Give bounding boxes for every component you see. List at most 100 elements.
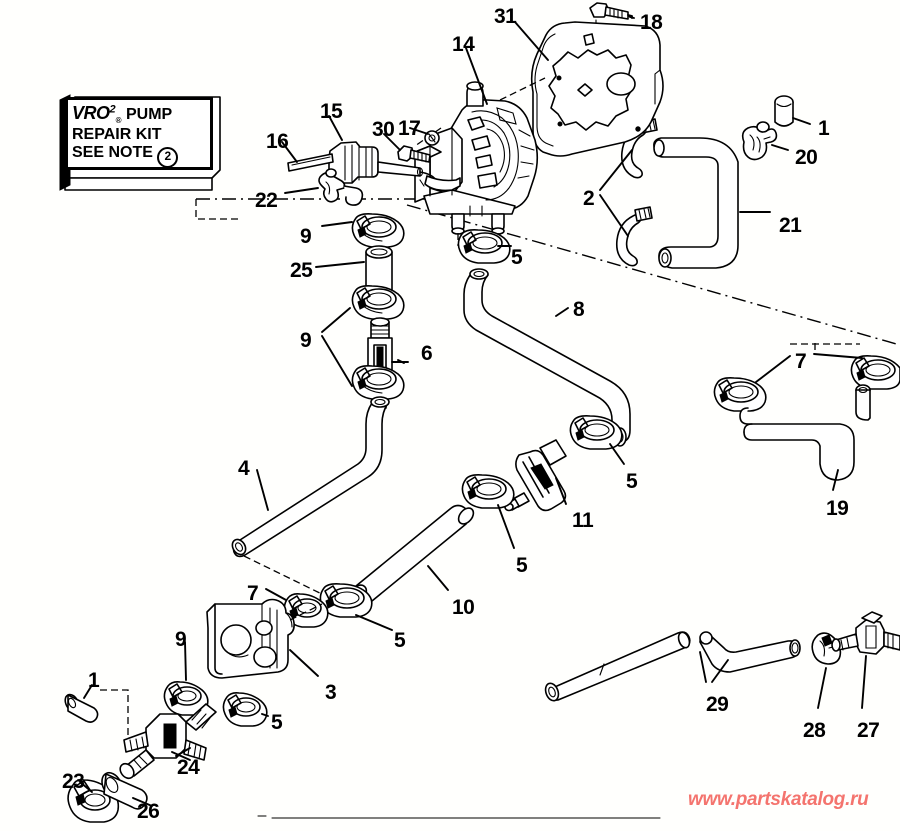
part-5-clamp-a [457, 229, 511, 264]
callout-connector-24: 24 [177, 756, 200, 779]
dash-hose4-to-manifold [243, 555, 331, 599]
part-7-clamp-c [283, 593, 329, 628]
leader-26 [132, 797, 153, 807]
callout-clamp-9: 9 [300, 329, 312, 352]
part-21-hose [653, 137, 739, 269]
leader-22 [284, 187, 319, 194]
leader-8 [555, 307, 569, 317]
callout-hose-19: 19 [826, 497, 849, 520]
dash-guide-diagonal [406, 204, 900, 346]
vro-superscript: 2 [109, 103, 116, 116]
leader-9-d [184, 641, 187, 681]
callout-hose-29: 29 [706, 693, 729, 716]
callout-clamp-5: 5 [394, 629, 406, 652]
part-9-clamp-d [163, 681, 209, 716]
callout-cap-1: 1 [818, 117, 830, 140]
kit-box-line3-prefix: SEE NOTE [72, 144, 158, 162]
leader-20 [771, 144, 789, 151]
dash-7-bracket [790, 340, 860, 350]
part-19-hose [739, 384, 871, 481]
leader-31 [514, 21, 549, 61]
callout-hose-10: 10 [452, 596, 475, 619]
vro-repair-kit-box: VRO2® PUMP REPAIR KIT SEE NOTE 2 [55, 97, 220, 185]
part-15-connector [287, 141, 424, 184]
kit-box-face [65, 97, 213, 170]
dash-guide-hook [195, 199, 240, 220]
leader-29-b [711, 659, 729, 683]
leader-18-hidden [629, 16, 635, 19]
part-31-bracket [530, 21, 664, 157]
leader-18 [627, 14, 633, 17]
registered-icon: ® [115, 116, 122, 126]
vro-wordmark: VRO [72, 103, 110, 123]
part-7-clamp-a [713, 377, 767, 412]
leader-19 [832, 469, 839, 491]
part-18-screw [589, 2, 629, 20]
leader-5-d [355, 614, 393, 631]
callout-clamp-5: 5 [516, 554, 528, 577]
part-30-screw [397, 145, 431, 163]
leader-5-c [497, 504, 515, 549]
callout-clip-22: 22 [255, 189, 278, 212]
part-29-hose-long [544, 631, 691, 702]
leader-5-b [609, 443, 625, 465]
leader-1-top [792, 117, 811, 125]
callout-wire-16: 16 [266, 130, 289, 153]
leader-7-b [813, 353, 863, 359]
leader-15 [328, 115, 343, 141]
leader-2-a [599, 149, 633, 191]
part-9-clamp-b [351, 285, 405, 320]
callout-clamp-7: 7 [247, 582, 259, 605]
callout-clamp-23: 23 [62, 770, 85, 793]
leader-9-b2 [321, 335, 353, 387]
callout-clamp-5: 5 [511, 246, 523, 269]
leader-23 [79, 781, 93, 793]
part-2-clamp-lower [615, 206, 653, 267]
callout-hose-4: 4 [238, 457, 250, 480]
callout-clamp-9: 9 [175, 628, 187, 651]
pump-wire-lead [424, 175, 461, 192]
part-10-hose [348, 504, 475, 606]
leader-28 [817, 667, 827, 709]
callout-clamp-5: 5 [271, 711, 283, 734]
callout-manifold-3: 3 [325, 681, 337, 704]
part-5-clamp-b [569, 415, 623, 450]
callout-clip-20: 20 [795, 146, 818, 169]
part-27-valve [831, 611, 900, 655]
kit-box-line1: VRO2® PUMP [72, 103, 212, 126]
leader-17 [409, 127, 429, 135]
leader-30 [383, 133, 401, 151]
leader-4 [256, 469, 269, 511]
callout-screw-30: 30 [372, 118, 395, 141]
callout-filter-6: 6 [421, 342, 433, 365]
leader-24 [171, 751, 191, 761]
kit-box-line2: REPAIR KIT [72, 126, 162, 144]
leader-9-a [321, 221, 353, 227]
callout-fuel-filter-11: 11 [572, 509, 594, 532]
leader-5-e [261, 713, 269, 717]
part-3-manifold [206, 598, 295, 679]
leader-9-b1 [321, 307, 351, 333]
leader-25 [315, 261, 365, 268]
part-1-cap-top [774, 95, 794, 127]
leader-1-bottom [83, 684, 93, 699]
callout-clamp-7: 7 [795, 350, 807, 373]
part-9-clamp-c [351, 365, 405, 400]
part-20-clip [741, 121, 778, 161]
watermark: www.partskatalog.ru [688, 789, 869, 810]
leader-2-b [599, 194, 629, 237]
callout-valve-27: 27 [857, 719, 880, 742]
leader-14 [465, 47, 488, 105]
part-14-pump-body [414, 81, 539, 235]
circled-note-number: 2 [157, 147, 179, 169]
leader-7-c [265, 588, 287, 601]
callout-clamp-28: 28 [803, 719, 826, 742]
part-7-clamp-b [850, 355, 900, 390]
part-9-clamp-a [351, 213, 405, 248]
callout-cap-1: 1 [88, 669, 100, 692]
callout-screw-18: 18 [640, 11, 663, 34]
callout-nut-17: 17 [398, 117, 421, 140]
part-5-clamp-c [461, 474, 515, 509]
callout-clamp-9: 9 [300, 225, 312, 248]
